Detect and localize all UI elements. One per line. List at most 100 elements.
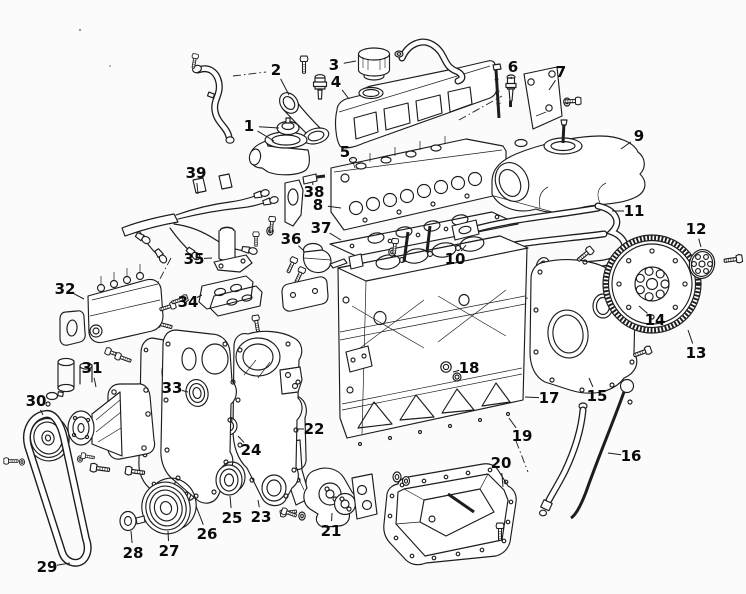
oil-filler-cap — [357, 47, 391, 81]
side-cover-plate — [281, 276, 329, 312]
svg-text:8: 8 — [313, 196, 323, 214]
callout-33: 33 — [162, 379, 189, 397]
pan-grommets — [392, 471, 411, 486]
engine-bracket-plate — [523, 66, 582, 130]
svg-text:5: 5 — [340, 143, 350, 161]
callout-4: 4 — [331, 73, 350, 100]
svg-text:7: 7 — [556, 63, 566, 81]
svg-text:9: 9 — [634, 127, 644, 145]
flywheel — [602, 234, 702, 334]
spacer-and-gaskets — [198, 275, 263, 317]
damper-bolt — [3, 457, 19, 465]
svg-text:33: 33 — [162, 379, 183, 397]
dipstick — [538, 378, 635, 520]
svg-text:17: 17 — [539, 389, 560, 407]
svg-text:37: 37 — [311, 219, 332, 237]
svg-text:16: 16 — [621, 447, 642, 465]
core-plugs — [440, 361, 462, 382]
intake-manifold — [491, 119, 646, 215]
front-oil-seal — [185, 378, 209, 408]
callout-38: 38 — [304, 182, 325, 201]
glow-plug-side — [302, 173, 326, 185]
water-pump — [45, 346, 156, 478]
oil-pan — [383, 463, 517, 566]
callout-3: 3 — [329, 56, 357, 74]
callout-34: 34 — [178, 293, 203, 311]
callout-1: 1 — [244, 117, 280, 142]
svg-text:38: 38 — [304, 183, 325, 201]
svg-text:21: 21 — [321, 522, 342, 540]
svg-text:4: 4 — [331, 73, 341, 91]
water-outlet-elbow — [279, 55, 330, 145]
svg-text:31: 31 — [82, 359, 103, 377]
svg-text:19: 19 — [512, 427, 533, 445]
callout-22: 22 — [298, 420, 324, 438]
callout-8: 8 — [313, 196, 342, 214]
svg-text:23: 23 — [251, 508, 272, 526]
crank-pulley — [141, 477, 197, 535]
callout-31: 31 — [82, 359, 103, 388]
timing-inner-cover — [153, 314, 303, 520]
svg-text:1: 1 — [244, 117, 254, 135]
injection-pump — [59, 264, 190, 346]
svg-text:6: 6 — [508, 58, 518, 76]
valve-cover — [335, 38, 498, 149]
stop-solenoid — [213, 226, 260, 273]
callout-9: 9 — [620, 127, 644, 150]
svg-text:24: 24 — [241, 441, 262, 459]
svg-text:13: 13 — [686, 344, 707, 362]
callout-39: 39 — [186, 164, 207, 195]
callout-27: 27 — [159, 530, 180, 560]
callout-14: 14 — [638, 305, 666, 329]
svg-text:12: 12 — [686, 220, 707, 238]
svg-text:10: 10 — [445, 250, 466, 268]
callout-5: 5 — [340, 143, 353, 161]
lifting-eye-bracket — [266, 179, 304, 236]
thermostat-housing — [248, 117, 310, 176]
callout-18: 18 — [452, 359, 480, 377]
pump-gasket — [59, 310, 86, 346]
svg-text:14: 14 — [645, 311, 666, 329]
pulley-washer-bolt — [119, 510, 146, 532]
callout-28: 28 — [123, 530, 143, 562]
engine-block — [337, 225, 529, 447]
temperature-sensor — [312, 74, 328, 100]
svg-text:26: 26 — [197, 525, 218, 543]
svg-text:25: 25 — [222, 509, 243, 527]
callout-2: 2 — [271, 61, 290, 96]
bypass-sleeve — [57, 357, 75, 393]
glow-plug-harness — [121, 173, 280, 265]
callout-13: 13 — [686, 329, 707, 362]
hose-clamp — [45, 391, 64, 407]
callout-37: 37 — [311, 219, 342, 241]
callout-7: 7 — [548, 63, 566, 91]
svg-text:36: 36 — [281, 230, 302, 248]
drive-belt — [23, 410, 92, 567]
callout-35: 35 — [184, 250, 213, 268]
callout-32: 32 — [55, 280, 85, 300]
thermostat — [276, 117, 300, 136]
svg-text:34: 34 — [178, 293, 199, 311]
fuel-lift-pump — [281, 242, 364, 312]
callout-30: 30 — [26, 392, 47, 416]
svg-text:27: 27 — [159, 542, 180, 560]
svg-text:15: 15 — [587, 387, 608, 405]
svg-text:35: 35 — [184, 250, 205, 268]
callout-16: 16 — [607, 447, 642, 465]
svg-text:30: 30 — [26, 392, 47, 410]
callout-23: 23 — [251, 499, 272, 526]
callout-19: 19 — [508, 417, 533, 445]
coolant-pipe — [189, 52, 235, 144]
callout-26: 26 — [195, 505, 218, 543]
callout-24: 24 — [237, 435, 262, 459]
svg-text:39: 39 — [186, 164, 207, 182]
callout-20: 20 — [491, 454, 511, 488]
svg-text:18: 18 — [459, 359, 480, 377]
svg-text:11: 11 — [624, 202, 645, 220]
scan-specks — [78, 28, 111, 67]
callout-25: 25 — [222, 495, 243, 527]
svg-text:29: 29 — [37, 558, 58, 576]
glow-plug — [492, 63, 517, 119]
